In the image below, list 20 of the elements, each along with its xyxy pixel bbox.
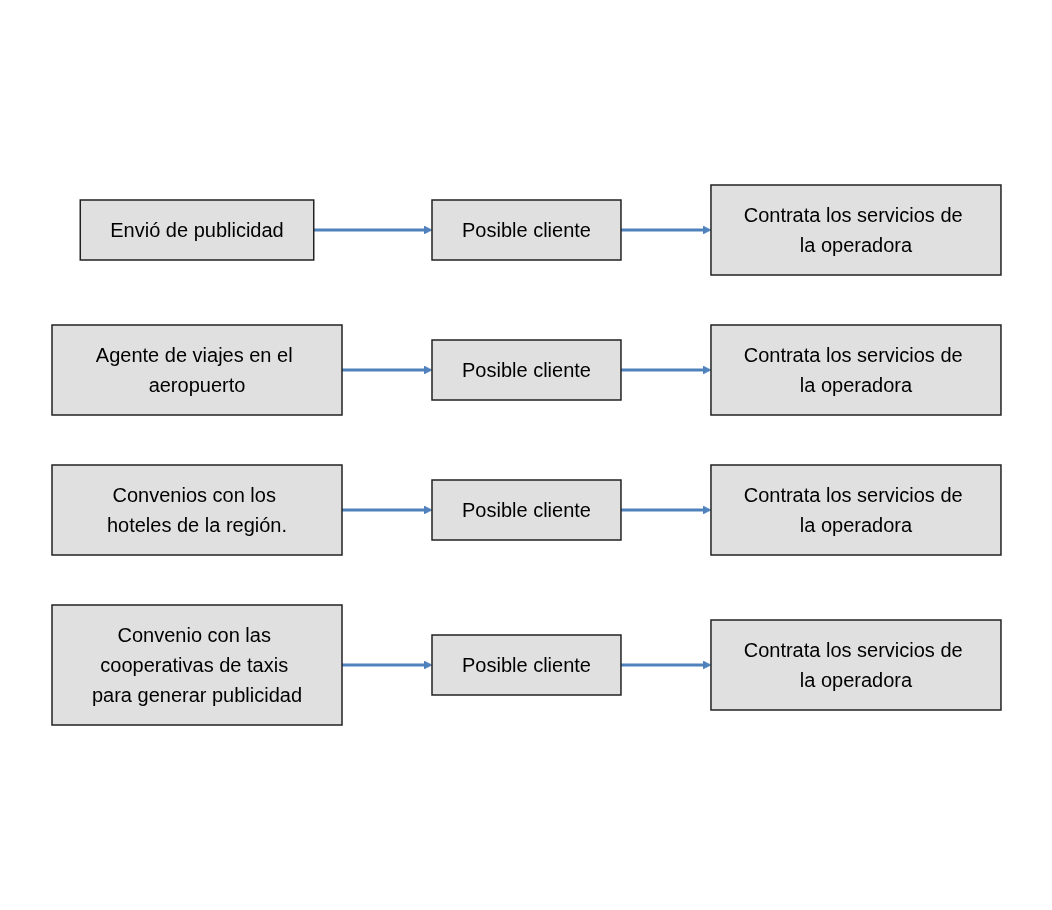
node-box: Posible cliente xyxy=(430,479,622,541)
arrow xyxy=(341,505,432,515)
node-box: Convenio con las cooperativas de taxis para generar publicidad xyxy=(50,604,343,726)
node-box: Agente de viajes en el aeropuerto xyxy=(50,324,343,416)
node-box: Posible cliente xyxy=(430,634,622,696)
node-box: Contrata los servicios de la operadora xyxy=(709,619,1002,711)
arrow xyxy=(313,225,432,235)
node-box: Posible cliente xyxy=(430,199,622,261)
arrow xyxy=(341,365,432,375)
arrow xyxy=(341,660,432,670)
arrow xyxy=(620,505,711,515)
arrow xyxy=(620,225,711,235)
node-box: Contrata los servicios de la operadora xyxy=(709,324,1002,416)
node-box: Contrata los servicios de la operadora xyxy=(709,464,1002,556)
node-box: Contrata los servicios de la operadora xyxy=(709,184,1002,276)
arrow xyxy=(620,660,711,670)
node-box: Convenios con los hoteles de la región. xyxy=(50,464,343,556)
node-box: Envió de publicidad xyxy=(79,199,314,261)
node-box: Posible cliente xyxy=(430,339,622,401)
arrow xyxy=(620,365,711,375)
